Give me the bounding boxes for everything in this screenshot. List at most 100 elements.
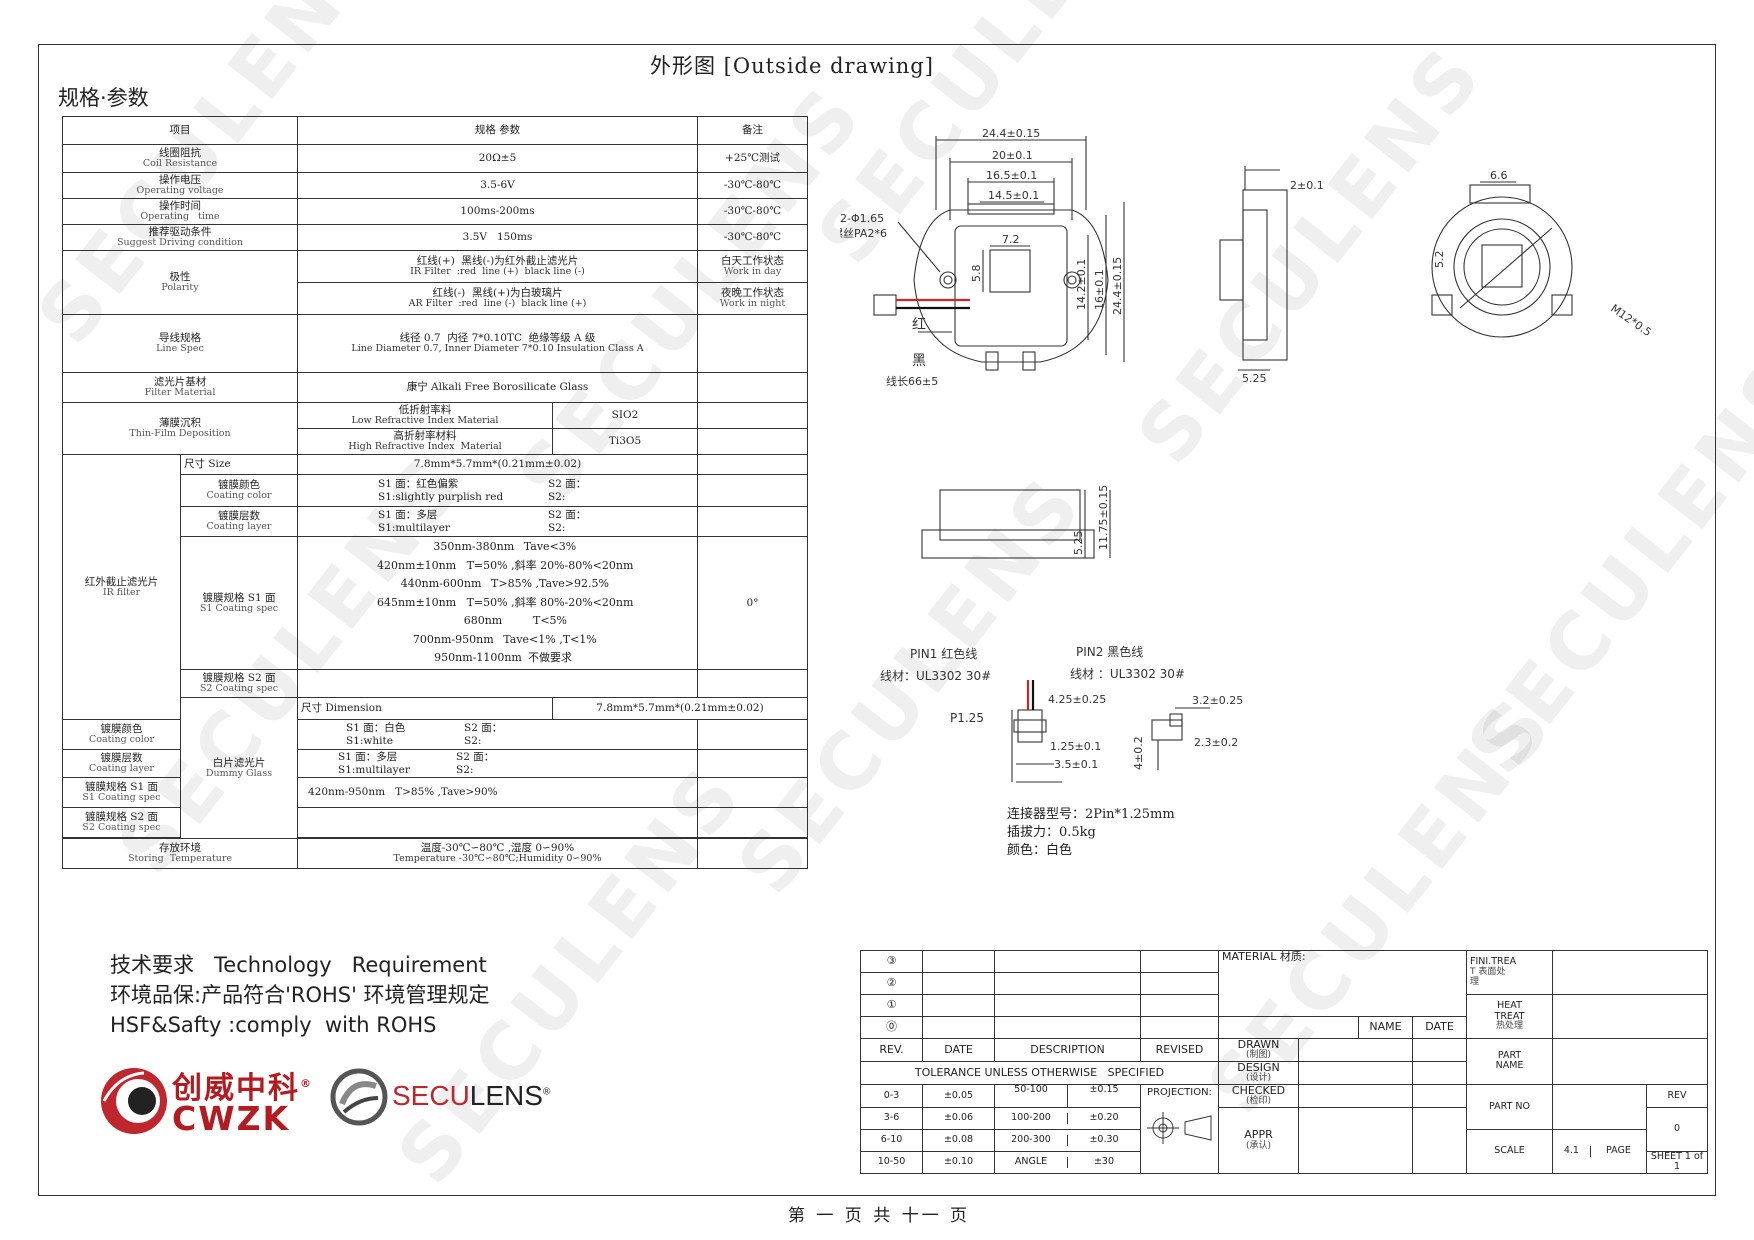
dim-label: 7.2 bbox=[1002, 233, 1020, 246]
thin-film-low-value: SIO2 bbox=[552, 402, 698, 429]
description-header: DESCRIPTION bbox=[994, 1038, 1141, 1062]
row-label-cn: 操作电压 bbox=[159, 174, 201, 186]
wire-length: 线长66±5 bbox=[886, 374, 938, 388]
row-remark: -30℃-80℃ bbox=[697, 224, 808, 251]
screw-note: 螺丝PA2*6 bbox=[840, 227, 887, 240]
page-title: 外形图 [Outside drawing] bbox=[650, 54, 934, 78]
row-label-cn: 镀膜规格 S1 面 bbox=[84, 781, 159, 793]
row-label-en: Line Spec bbox=[156, 343, 204, 355]
seculens-logo-icon bbox=[330, 1068, 388, 1126]
pin2-label: PIN2 黑色线 bbox=[1076, 645, 1143, 659]
dim-label: 5.8 bbox=[970, 265, 983, 283]
row-label-en: Coating color bbox=[206, 490, 272, 502]
dim-label: 1.25±0.1 bbox=[1050, 740, 1101, 753]
header-remark: 备注 bbox=[697, 116, 808, 145]
dim-label: 16±0.1 bbox=[1093, 269, 1106, 310]
row-label-cn: 镀膜层数 bbox=[100, 752, 143, 764]
dummy-size-label: 尺寸 Dimension bbox=[297, 697, 553, 720]
dummy-label-en: Dummy Glass bbox=[205, 767, 273, 779]
date-header: DATE bbox=[1411, 1016, 1468, 1039]
row-remark: -30℃-80℃ bbox=[697, 172, 808, 199]
row-label-en: Suggest Driving condition bbox=[117, 237, 243, 249]
dummy-size-value: 7.8mm*5.7mm*(0.21mm±0.02) bbox=[552, 697, 808, 720]
ir-layer-s2-en: S2: bbox=[548, 521, 566, 534]
dim-label: 16.5±0.1 bbox=[986, 169, 1037, 182]
dummy-color-s1-cn: S1 面：白色 bbox=[346, 722, 406, 735]
row-label-en: Thin-Film Deposition bbox=[129, 428, 231, 440]
tech-rohs-en: HSF&Safty :comply with ROHS bbox=[110, 1013, 437, 1037]
thin-film-high-en: High Refractive Index Material bbox=[348, 441, 502, 453]
tech-title-en: Technology Requirement bbox=[214, 953, 487, 977]
ir-color-s1-cn: S1 面：红色偏紫 bbox=[378, 478, 459, 491]
dim-label: 5.2 bbox=[1433, 251, 1446, 269]
header-item: 项目 bbox=[62, 116, 298, 145]
thin-film-high-value: Ti3O5 bbox=[552, 428, 698, 455]
thin-film-low-cn: 低折射率料 bbox=[398, 404, 452, 416]
connector-force: 插拔力：0.5kg bbox=[1007, 825, 1096, 840]
row-label-en: Coating color bbox=[88, 734, 155, 746]
date-col-header: DATE bbox=[922, 1038, 995, 1062]
dim-label: 14.5±0.1 bbox=[988, 189, 1039, 202]
tolerance-row: 0-3±0.05 50-100±0.15 PROJECTION: CHECKED… bbox=[860, 1083, 1709, 1174]
scale-label: SCALE bbox=[1466, 1128, 1554, 1174]
rev-header: REV. bbox=[860, 1038, 923, 1062]
row-label-cn: 镀膜规格 S2 面 bbox=[84, 811, 159, 823]
outside-drawing: 24.4±0.15 20±0.1 16.5±0.1 14.5±0.1 2-Φ1.… bbox=[840, 127, 1654, 783]
dim-label: 2±0.1 bbox=[1290, 179, 1324, 192]
thin-film-high-cn: 高折射率材料 bbox=[393, 430, 457, 442]
row-label-cn: 滤光片基材 bbox=[153, 376, 207, 388]
row-label-en: Operating voltage bbox=[136, 185, 224, 197]
row-label-en: Coating layer bbox=[206, 521, 272, 533]
tech-requirements: 技术要求 Technology Requirement 环境品保:产品符合'RO… bbox=[110, 950, 490, 1040]
revised-header: REVISED bbox=[1140, 1038, 1219, 1062]
row-remark: -30℃-80℃ bbox=[697, 198, 808, 225]
connector-detail bbox=[1011, 707, 1210, 783]
dim-label: 6.6 bbox=[1490, 169, 1508, 182]
row-label-cn: 镀膜层数 bbox=[218, 510, 260, 522]
row-label-cn: 导线规格 bbox=[159, 332, 201, 344]
row-label-en: Polarity bbox=[161, 282, 199, 294]
dummy-layer-s2-en: S2: bbox=[456, 763, 474, 776]
polarity-ar-remark-cn: 夜晚工作状态 bbox=[721, 287, 784, 299]
tech-title-cn: 技术要求 bbox=[110, 953, 194, 977]
side-view bbox=[1219, 166, 1288, 371]
dim-label: 2.3±0.2 bbox=[1194, 736, 1238, 749]
ir-color-s2-cn: S2 面： bbox=[548, 478, 587, 491]
row-remark: +25℃测试 bbox=[697, 144, 808, 173]
row-label-en: Filter Material bbox=[144, 387, 216, 399]
row-label-en: Operating time bbox=[140, 211, 220, 223]
polarity-ar-remark-en: Work in night bbox=[719, 298, 786, 310]
red-label: 红 bbox=[912, 317, 926, 333]
hole-note: 2-Φ1.65 bbox=[840, 212, 884, 225]
row-label-cn: 线圈阻抗 bbox=[159, 147, 201, 159]
line-spec-en: Line Diameter 0.7, Inner Diameter 7*0.10… bbox=[351, 343, 644, 355]
row-label-en: S1 Coating spec bbox=[82, 792, 161, 804]
bottom-view bbox=[921, 489, 1111, 559]
front-view bbox=[873, 136, 1125, 371]
row-label-en: Coil Resistance bbox=[142, 158, 218, 170]
rear-view bbox=[1431, 181, 1573, 338]
polarity-ir-remark-en: Work in day bbox=[723, 266, 782, 278]
ir-color-s2-en: S2: bbox=[548, 490, 566, 503]
row-label-cn: 镀膜颜色 bbox=[100, 723, 143, 735]
ir-color-s1-en: S1:slightly purplish red bbox=[378, 490, 504, 503]
dim-label: 24.4±0.15 bbox=[1111, 257, 1124, 315]
dummy-layer-s1-cn: S1 面：多层 bbox=[338, 751, 398, 764]
